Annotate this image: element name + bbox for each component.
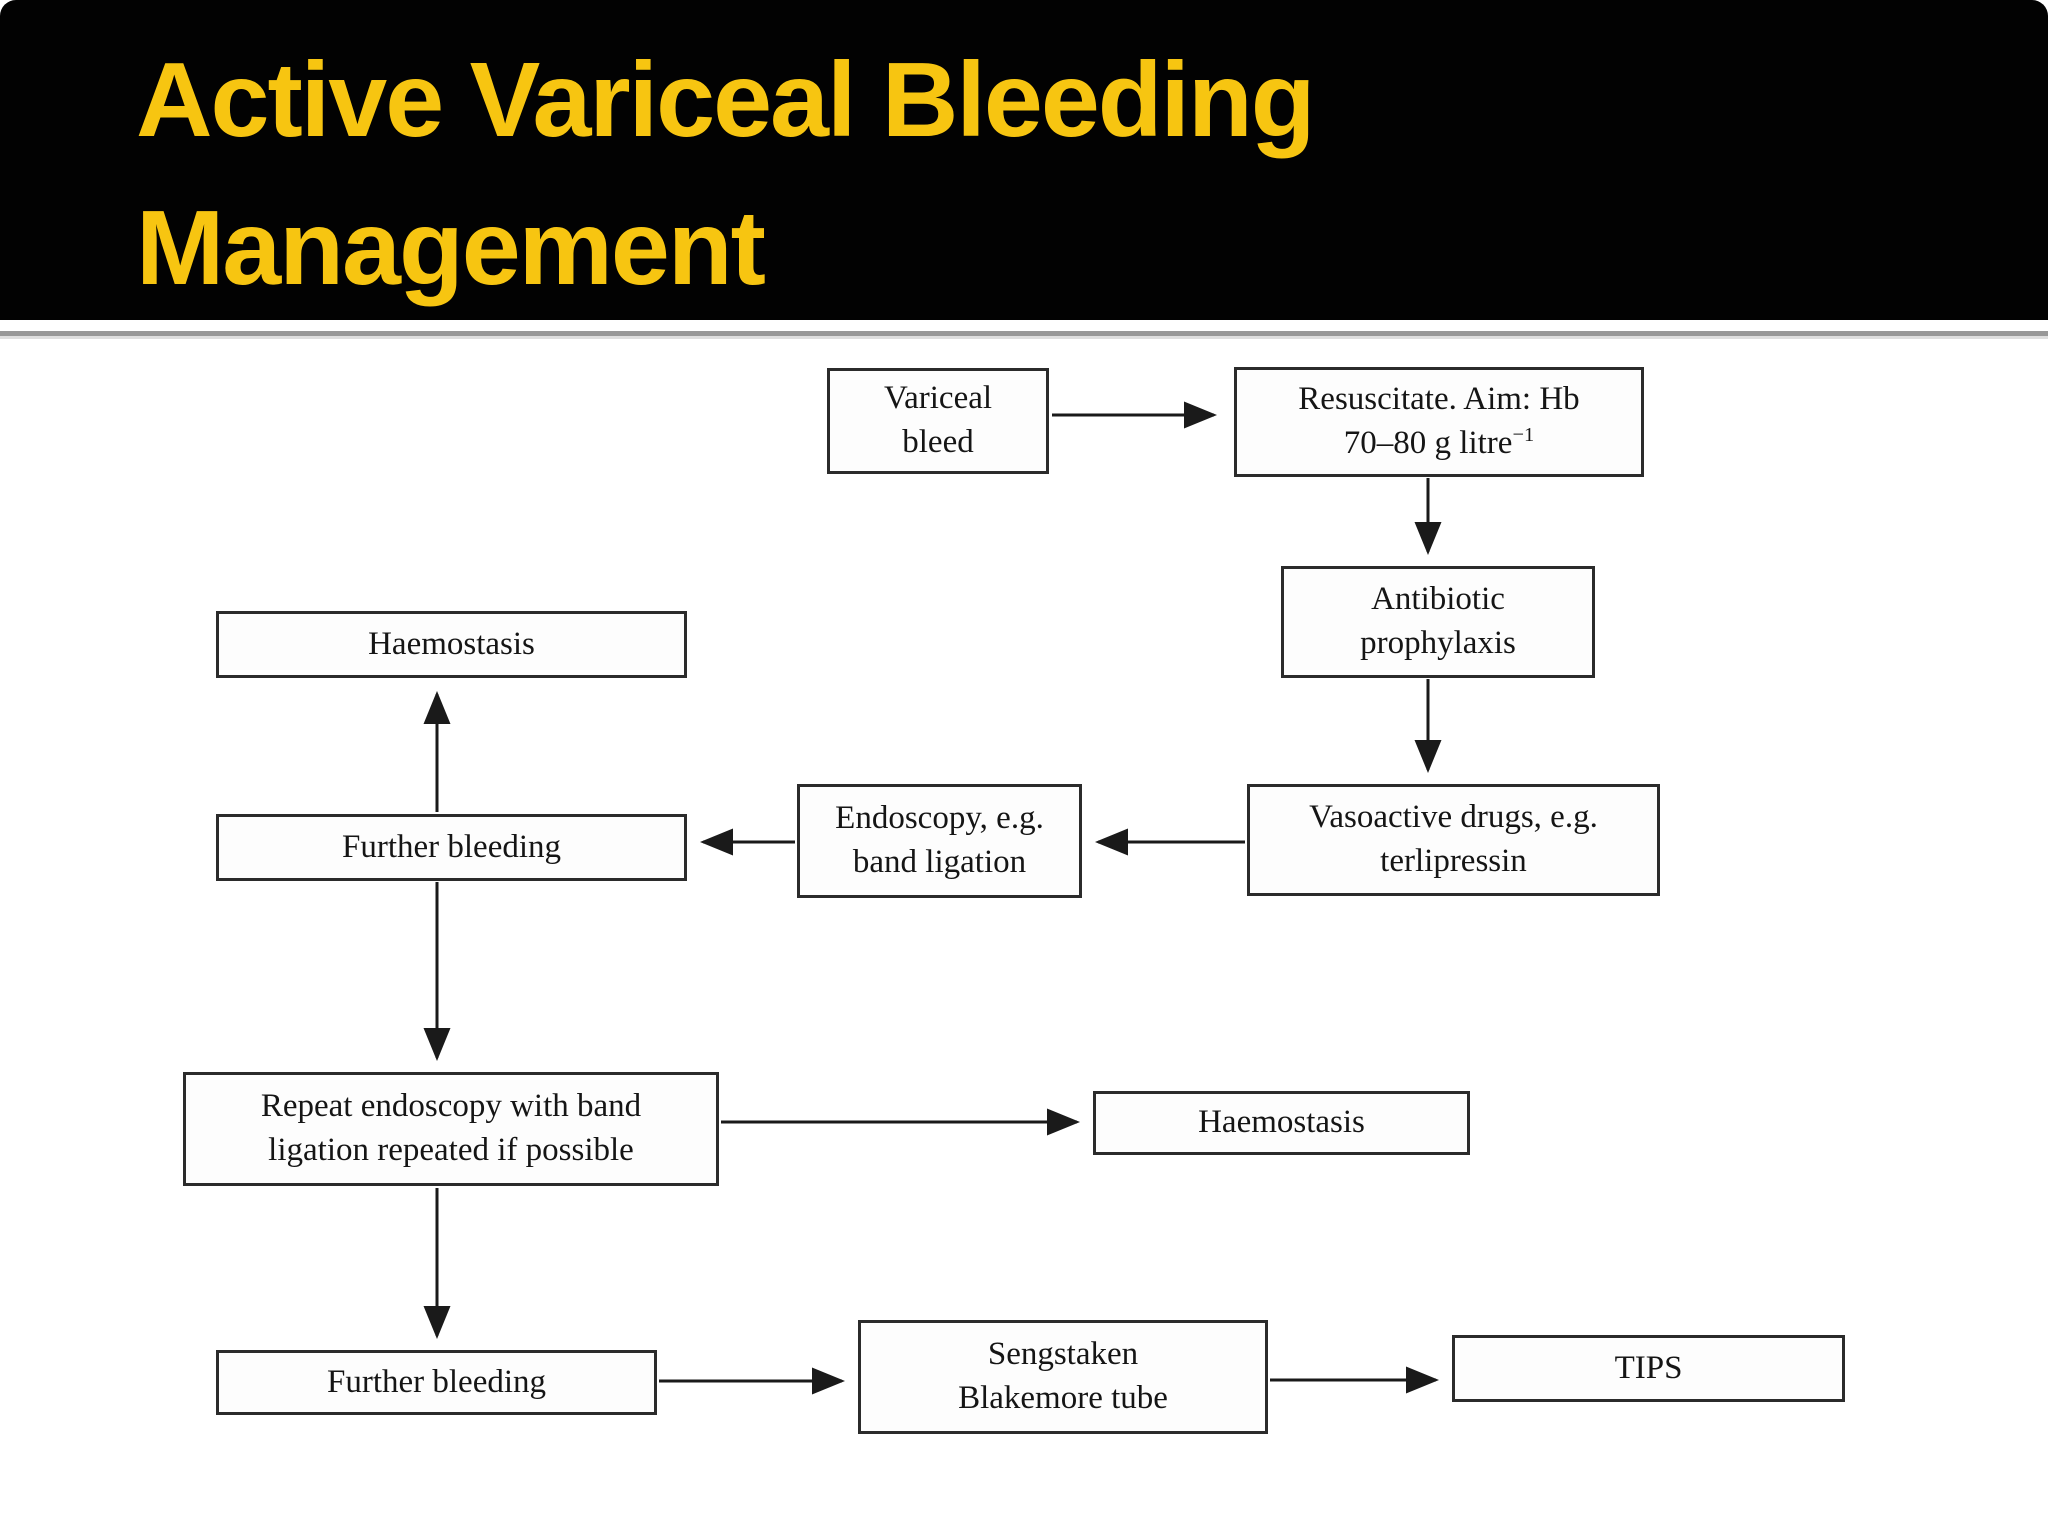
- node-sengstaken-blakemore-tube: Sengstaken Blakemore tube: [858, 1320, 1268, 1434]
- node-label-line: prophylaxis: [1360, 625, 1516, 661]
- header-divider: [0, 331, 2048, 339]
- node-label-line: Sengstaken: [987, 1336, 1139, 1373]
- node-label-line: Endoscopy, e.g.: [835, 800, 1044, 837]
- node-label-line: Further bleeding: [326, 1363, 547, 1400]
- node-variceal-bleed: Variceal bleed: [827, 368, 1049, 474]
- node-label-line: Variceal: [883, 380, 993, 417]
- node-label-line: Vasoactive drugs, e.g.: [1309, 799, 1598, 836]
- node-label-line: ligation repeated if possible: [268, 1132, 634, 1168]
- node-label-text: 70–80 g litre: [1343, 425, 1513, 461]
- node-label-line: Antibiotic: [1371, 581, 1505, 618]
- node-label-line: TIPS: [1614, 1349, 1683, 1386]
- node-further-bleeding-bottom: Further bleeding: [216, 1350, 657, 1415]
- node-tips: TIPS: [1452, 1335, 1845, 1402]
- node-further-bleeding-mid: Further bleeding: [216, 814, 687, 881]
- node-endoscopy: Endoscopy, e.g. band ligation: [797, 784, 1082, 898]
- node-label-line: terlipressin: [1380, 843, 1527, 879]
- node-label-line: Blakemore tube: [958, 1380, 1168, 1416]
- node-haemostasis-lower: Haemostasis: [1093, 1091, 1470, 1155]
- node-resuscitate: Resuscitate. Aim: Hb 70–80 g litre−1: [1234, 367, 1644, 477]
- slide-title-line1: Active Variceal Bleeding: [136, 41, 1315, 159]
- node-label-line: Resuscitate. Aim: Hb: [1298, 381, 1580, 418]
- node-label-line: Further bleeding: [341, 828, 562, 865]
- node-label-line: Haemostasis: [1198, 1104, 1365, 1141]
- node-haemostasis-upper: Haemostasis: [216, 611, 687, 678]
- slide-title: Active Variceal Bleeding Management: [136, 26, 1315, 323]
- node-antibiotic-prophylaxis: Antibiotic prophylaxis: [1281, 566, 1595, 678]
- node-label-superscript: −1: [1512, 424, 1535, 446]
- node-label-line: 70–80 g litre−1: [1344, 422, 1534, 466]
- title-bar: Active Variceal Bleeding Management: [0, 0, 2048, 320]
- node-label-line: band ligation: [852, 844, 1027, 880]
- node-vasoactive-drugs: Vasoactive drugs, e.g. terlipressin: [1247, 784, 1660, 896]
- node-label-line: Repeat endoscopy with band: [260, 1088, 642, 1125]
- node-label-line: bleed: [902, 424, 974, 460]
- node-label-line: Haemostasis: [368, 625, 535, 662]
- slide-title-line2: Management: [136, 189, 766, 308]
- node-repeat-endoscopy: Repeat endoscopy with band ligation repe…: [183, 1072, 719, 1186]
